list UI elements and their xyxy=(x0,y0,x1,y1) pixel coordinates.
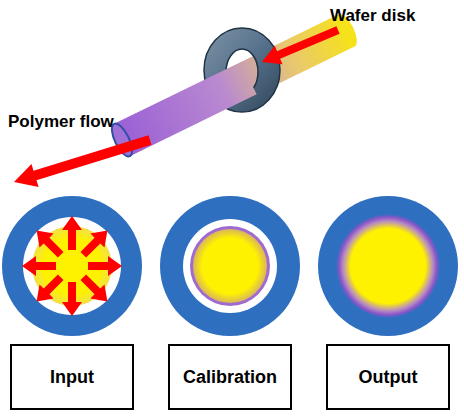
red-arrow xyxy=(62,282,82,316)
red-arrow xyxy=(14,135,152,187)
red-arrow xyxy=(22,256,56,276)
box-label: Output xyxy=(359,367,418,388)
flow-arrows xyxy=(14,26,340,187)
red-arrow xyxy=(88,256,122,276)
label-box: Input xyxy=(10,344,134,410)
label-box: Output xyxy=(326,344,450,410)
red-arrow xyxy=(37,231,64,258)
red-arrow xyxy=(81,231,108,258)
output-section xyxy=(318,196,458,336)
red-arrow xyxy=(37,275,64,302)
box-label: Input xyxy=(50,367,94,388)
red-arrow xyxy=(62,216,82,250)
label-box: Calibration xyxy=(168,344,292,410)
input-section xyxy=(2,196,142,336)
box-label: Calibration xyxy=(183,367,277,388)
red-arrow xyxy=(262,26,340,64)
part-label: Polymer flow xyxy=(8,112,114,132)
calibration-section xyxy=(160,196,300,336)
red-arrow xyxy=(81,275,108,302)
part-label: Wafer disk xyxy=(330,6,415,26)
